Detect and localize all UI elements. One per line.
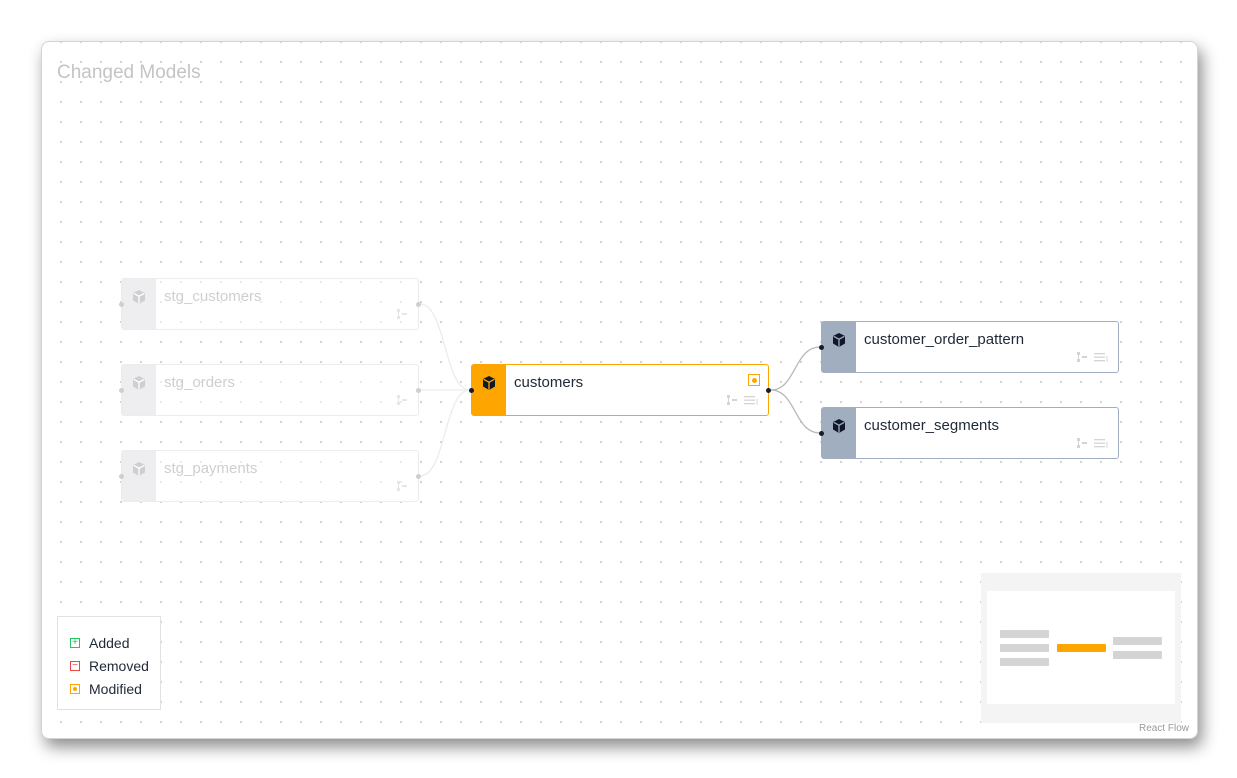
target-handle[interactable] [819,344,824,350]
cube-icon [131,461,147,501]
modified-icon [70,683,80,694]
legend-item-removed: − Removed [70,654,160,677]
node-label: customer_order_pattern [864,331,1025,348]
source-handle[interactable] [766,387,771,393]
columns-icon[interactable] [1094,436,1108,454]
columns-icon[interactable] [1094,350,1108,368]
cube-icon [831,332,847,372]
node-label: customer_segments [864,417,1000,434]
edge-customers-customer-segments [770,389,821,434]
panel-title: Changed Models [57,62,201,83]
edge-stg-payments-customers [419,389,471,477]
cube-icon [481,375,497,415]
target-handle[interactable] [469,387,474,393]
model-node-stg-orders[interactable]: stg_orders [119,364,421,416]
minimap-node [1113,651,1162,659]
columns-icon[interactable] [744,393,758,411]
legend-item-added: + Added [70,631,160,654]
target-handle[interactable] [119,387,124,393]
minimap-node [1000,644,1049,652]
edge-stg-customers-customers [419,303,471,391]
lineage-icon[interactable] [1076,350,1088,368]
lineage-canvas[interactable]: Changed Models stg_customers stg_orders [41,41,1198,739]
minimap-node [1000,658,1049,666]
source-handle[interactable] [416,301,421,307]
minimap-viewport[interactable] [987,591,1175,704]
edge-customers-customer-order-pattern [770,346,821,391]
lineage-icon[interactable] [726,393,738,411]
model-node-customer-order-pattern[interactable]: customer_order_pattern [819,321,1119,373]
react-flow-attribution[interactable]: React Flow [1136,723,1191,734]
lineage-icon[interactable] [396,393,408,411]
added-icon: + [70,637,80,648]
legend-label: Modified [89,680,142,697]
lineage-icon[interactable] [1076,436,1088,454]
legend-item-modified: Modified [70,677,160,700]
minimap-node [1000,630,1049,638]
cube-icon [831,418,847,458]
target-handle[interactable] [819,430,824,436]
model-node-stg-payments[interactable]: stg_payments [119,450,421,502]
node-label: stg_orders [164,374,235,391]
node-label: stg_customers [164,288,262,305]
minimap-node [1057,644,1106,652]
model-node-stg-customers[interactable]: stg_customers [119,278,421,330]
model-node-customer-segments[interactable]: customer_segments [819,407,1119,459]
target-handle[interactable] [119,301,124,307]
cube-icon [131,375,147,415]
node-label: stg_payments [164,460,258,477]
minimap-node [1113,637,1162,645]
source-handle[interactable] [416,387,421,393]
minimap[interactable] [981,573,1181,723]
legend: + Added − Removed Modified [57,616,161,710]
cube-icon [131,289,147,329]
modified-badge-icon [748,374,760,386]
target-handle[interactable] [119,473,124,479]
source-handle[interactable] [416,473,421,479]
legend-label: Removed [89,657,149,674]
legend-label: Added [89,634,130,651]
node-label: customers [514,374,584,391]
lineage-icon[interactable] [396,479,408,497]
removed-icon: − [70,660,80,671]
lineage-icon[interactable] [396,307,408,325]
model-node-customers[interactable]: customers [469,364,771,416]
